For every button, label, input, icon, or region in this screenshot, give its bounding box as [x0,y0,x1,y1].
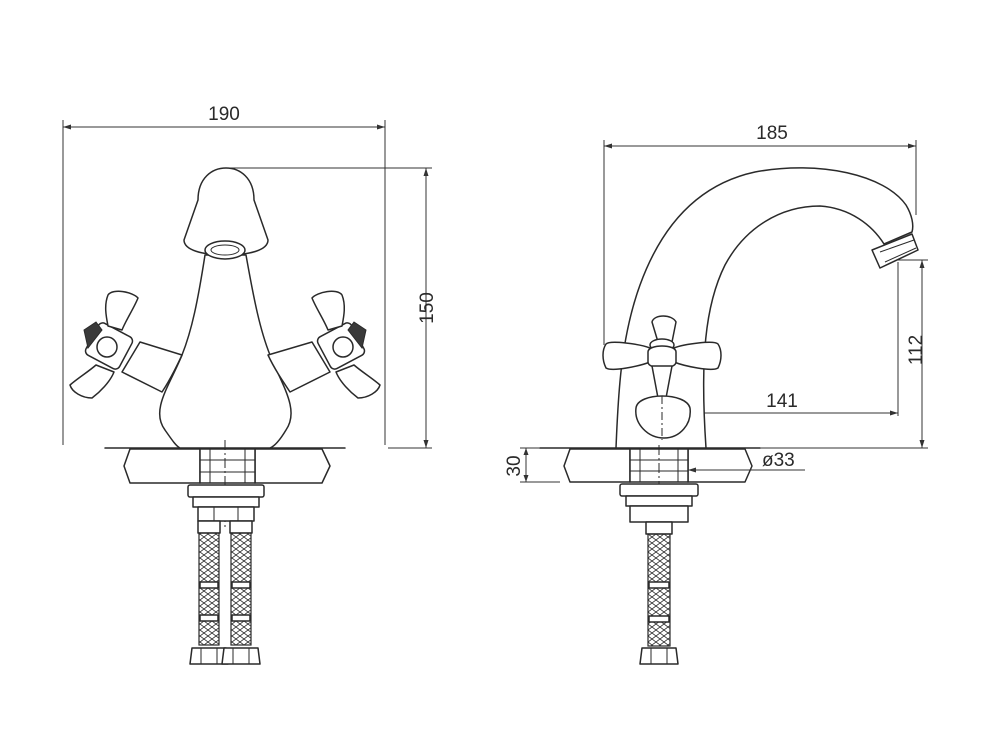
side-mounting-assembly [619,483,699,523]
side-reach-dimension: 185 [603,123,917,345]
front-height-dimension: 150 [228,167,438,449]
side-hose [639,521,679,665]
side-hole-diameter-label: ø33 [762,450,795,471]
front-left-handle [69,290,139,399]
side-countertop [539,447,761,483]
side-reach-label: 185 [756,123,788,144]
side-spout [615,167,914,449]
front-faucet-body [159,254,292,449]
side-spout-height-label: 112 [906,335,927,365]
side-deck-thickness-label: 30 [504,455,525,476]
front-width-label: 190 [208,104,240,125]
front-mounting-assembly [187,484,265,522]
side-deck-thickness-dimension: 30 [504,447,560,483]
side-spout-height-dimension: 112 [700,259,928,449]
side-aerator [871,233,919,269]
side-handle [602,315,722,440]
side-handle-offset-label: 141 [766,391,798,412]
front-view: 190 150 [62,104,438,665]
front-right-handle [311,290,381,399]
front-aerator-ring [204,240,246,260]
front-left-hose [189,520,229,665]
side-view: 185 112 141 30 [504,123,928,665]
front-height-label: 150 [417,292,438,324]
side-hole-diameter-dimension: ø33 [688,450,805,473]
front-lever-cap [183,167,269,256]
front-width-dimension: 190 [62,104,386,445]
front-right-hose [221,520,261,665]
